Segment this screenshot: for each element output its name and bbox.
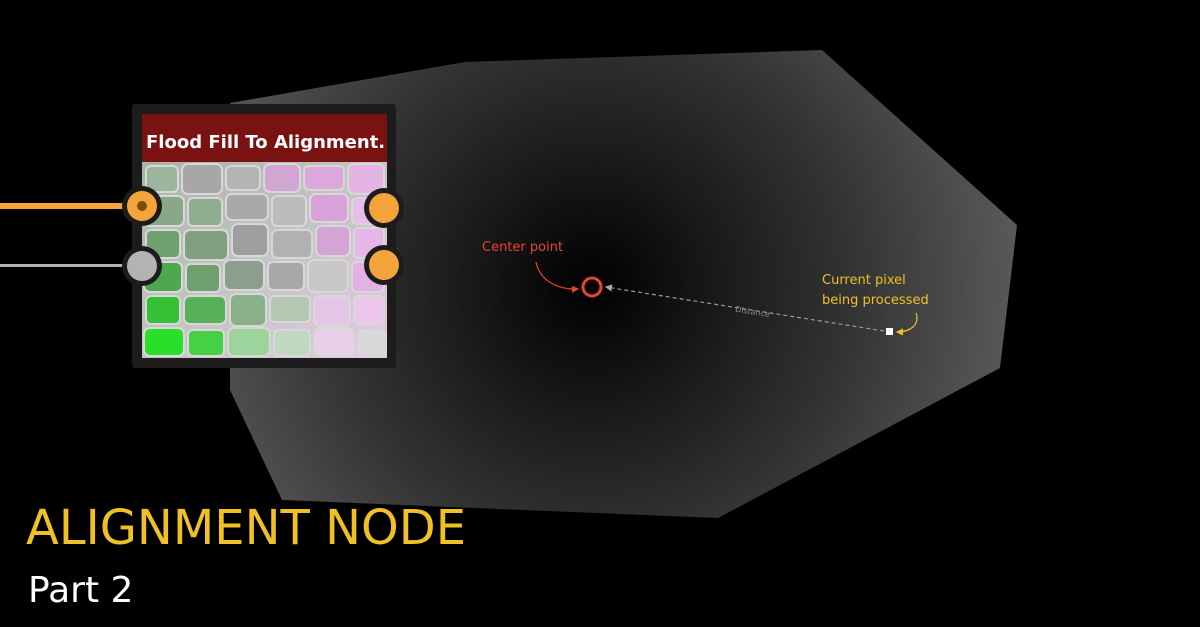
pin-orange-dot	[127, 191, 157, 221]
gray-input-pin[interactable]	[122, 246, 162, 286]
current-pixel-label: Current pixel being processed	[822, 273, 929, 308]
current-pixel-arrow	[895, 312, 918, 336]
node-thumbnail	[142, 162, 387, 358]
flood-fill-node[interactable]: Flood Fill To Alignment...	[132, 104, 396, 368]
pin-connected-indicator	[137, 201, 147, 211]
page-subtitle: Part 2	[28, 570, 134, 611]
distance-line	[604, 284, 885, 332]
orange-input-pin[interactable]	[122, 186, 162, 226]
center-point-marker	[581, 276, 603, 298]
pin-orange-dot	[369, 193, 399, 223]
orange-output-pin[interactable]	[364, 188, 404, 228]
center-point-arrow	[535, 261, 580, 293]
orange-input-wire	[0, 203, 138, 209]
center-point-label: Center point	[482, 240, 564, 255]
current-pixel-marker	[886, 328, 893, 335]
pin-orange-dot	[369, 250, 399, 280]
pin-gray-dot	[127, 251, 157, 281]
orange-output-pin-2[interactable]	[364, 245, 404, 285]
page-title: ALIGNMENT NODE	[26, 500, 467, 556]
gradient-region	[230, 50, 1017, 518]
stone-texture-image	[142, 162, 387, 358]
gray-input-wire	[0, 264, 138, 267]
node-title: Flood Fill To Alignment...	[142, 114, 387, 162]
